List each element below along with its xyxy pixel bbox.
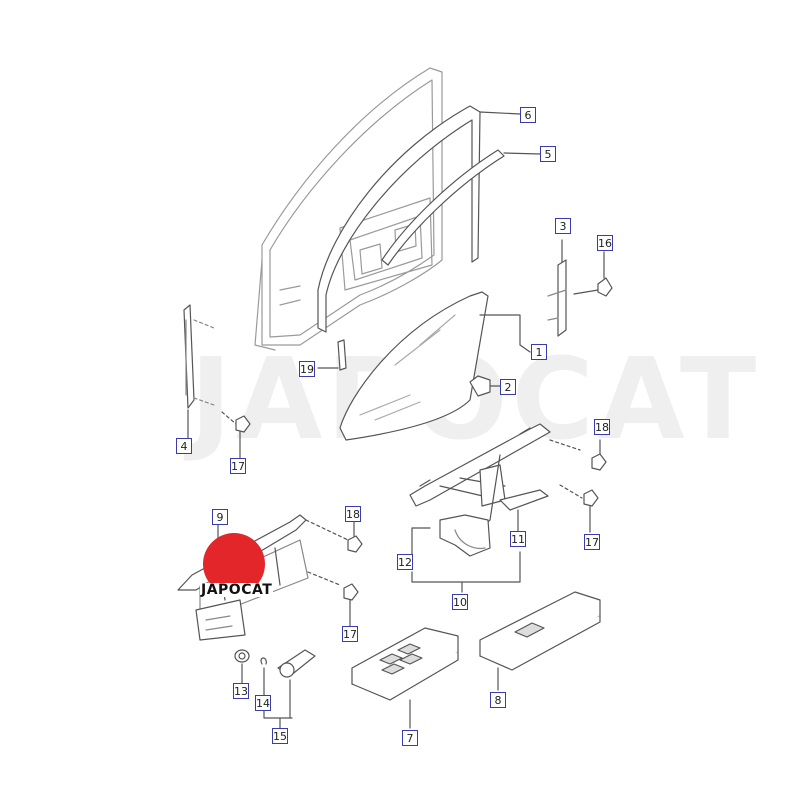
callout-10: 10 (452, 594, 468, 610)
callout-4: 4 (176, 438, 192, 454)
part-5-channel (381, 149, 541, 266)
callout-12: 12 (397, 554, 413, 570)
callout-11: 11 (510, 531, 526, 547)
callout-17-a: 17 (230, 458, 246, 474)
callout-3: 3 (555, 218, 571, 234)
part-10-regulator (409, 423, 607, 593)
part-13-15-handle-set (234, 649, 316, 729)
part-6-run-channel (317, 105, 521, 333)
callout-19: 19 (299, 361, 315, 377)
part-3-front-channel (547, 239, 613, 337)
callout-18-b: 18 (345, 506, 361, 522)
callout-6: 6 (520, 107, 536, 123)
part-2-clip (469, 375, 501, 397)
door-frame (254, 67, 443, 351)
callout-13: 13 (233, 683, 249, 699)
callout-16: 16 (597, 235, 613, 251)
callout-14: 14 (255, 695, 271, 711)
part-4-rear-channel (183, 304, 251, 459)
callout-9: 9 (212, 509, 228, 525)
callout-8: 8 (490, 692, 506, 708)
callout-2: 2 (500, 379, 516, 395)
part-19-seal (317, 339, 347, 371)
callout-5: 5 (540, 146, 556, 162)
callout-7: 7 (402, 730, 418, 746)
callout-15: 15 (272, 728, 288, 744)
callout-17-c: 17 (342, 626, 358, 642)
callout-17-b: 17 (584, 534, 600, 550)
logo-text: JAPOCAT (200, 582, 274, 598)
callout-18-a: 18 (594, 419, 610, 435)
part-1-glass (339, 291, 531, 441)
part-7-switch-master (351, 627, 459, 729)
part-8-switch-single (479, 591, 601, 691)
callout-1: 1 (531, 344, 547, 360)
japocat-logo: JAPOCAT (200, 533, 274, 603)
